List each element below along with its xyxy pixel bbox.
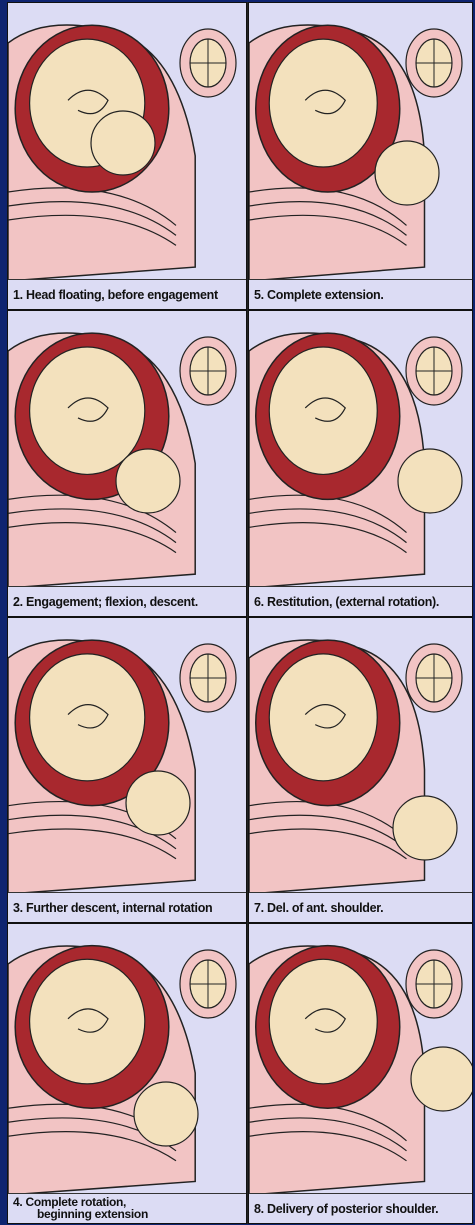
stage-3-illustration (8, 618, 247, 894)
stage-8-caption: 8. Delivery of posterior shoulder. (249, 1193, 472, 1223)
stage-panel-1: 1. Head floating, before engagement (7, 2, 247, 310)
stage-1-caption: 1. Head floating, before engagement (8, 279, 246, 309)
fetus-body (269, 347, 377, 474)
fetus-body (30, 959, 145, 1084)
stage-panel-5: 5. Complete extension. (248, 2, 473, 310)
fetus-body (30, 654, 145, 781)
stage-6-illustration (249, 311, 473, 588)
fetus-body (30, 347, 145, 474)
stage-2-caption: 2. Engagement; flexion, descent. (8, 586, 246, 616)
fetal-head (126, 771, 190, 835)
fetus-body (269, 39, 377, 167)
stage-8-illustration (249, 924, 473, 1195)
stage-4-illustration (8, 924, 247, 1195)
fetal-head (398, 449, 462, 513)
fetus-body (269, 959, 377, 1084)
stage-7-caption: 7. Del. of ant. shoulder. (249, 892, 472, 922)
stage-panel-8: 8. Delivery of posterior shoulder. (248, 923, 473, 1224)
labor-stages-grid: 1. Head floating, before engagement 2. E… (7, 2, 473, 1224)
fetal-head (411, 1047, 473, 1111)
stage-panel-3: 3. Further descent, internal rotation (7, 617, 247, 923)
stage-1-illustration (8, 3, 247, 281)
stage-6-caption: 6. Restitution, (external rotation). (249, 586, 472, 616)
stage-panel-6: 6. Restitution, (external rotation). (248, 310, 473, 617)
stage-panel-4: 4. Complete rotation,beginning extension (7, 923, 247, 1224)
stage-4-caption: 4. Complete rotation,beginning extension (8, 1193, 246, 1223)
stage-5-illustration (249, 3, 473, 281)
fetal-head (91, 111, 155, 175)
fetal-head (375, 141, 439, 205)
stage-3-caption: 3. Further descent, internal rotation (8, 892, 246, 922)
fetal-head (116, 449, 180, 513)
stage-panel-7: 7. Del. of ant. shoulder. (248, 617, 473, 923)
fetal-head (134, 1082, 198, 1146)
stage-7-illustration (249, 618, 473, 894)
fetus-body (269, 654, 377, 781)
stage-5-caption: 5. Complete extension. (249, 279, 472, 309)
stage-2-illustration (8, 311, 247, 588)
fetal-head (393, 796, 457, 860)
stage-panel-2: 2. Engagement; flexion, descent. (7, 310, 247, 617)
